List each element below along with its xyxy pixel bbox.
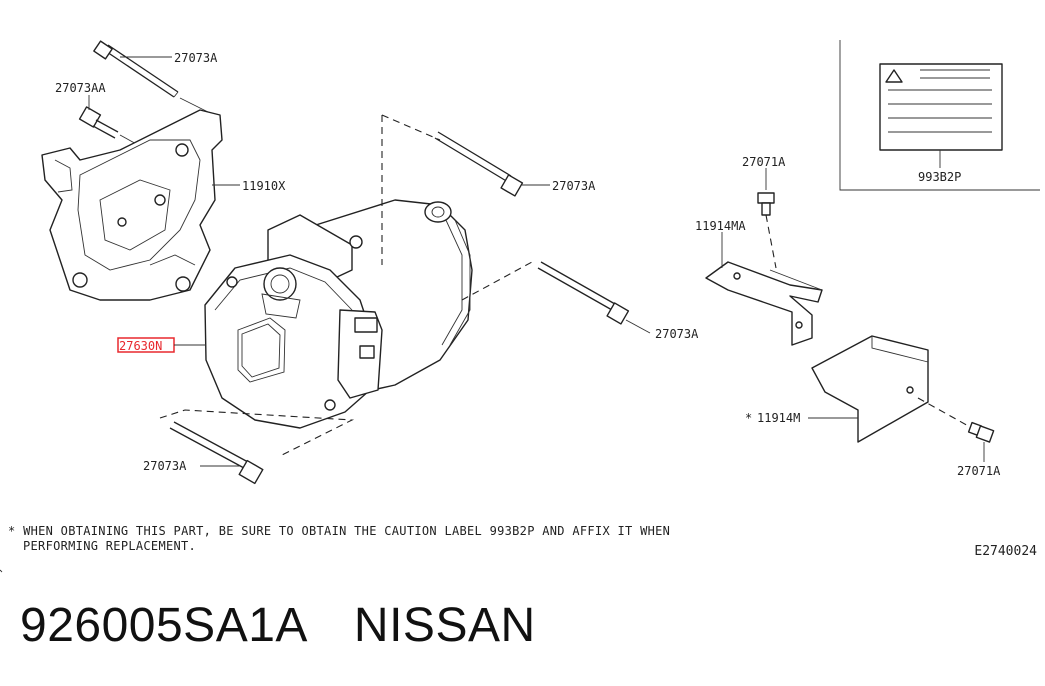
label-bolt-27071a-bottom: 27071A <box>957 464 1001 478</box>
bolt-27073a-bottom <box>169 421 264 485</box>
caution-label-box <box>839 40 1040 191</box>
note-star: * <box>8 524 16 538</box>
compressor-27630n <box>204 199 473 429</box>
label-cover-11914m: 11914M <box>757 411 800 425</box>
part-number: 926005SA1A <box>20 599 308 652</box>
diagram-code: E2740024 <box>974 544 1037 559</box>
cover-11914m <box>811 335 929 443</box>
label-bolt-27073a-right-mid: 27073A <box>655 327 699 341</box>
mounting-bracket-11910x <box>41 109 223 301</box>
label-cover-star: * <box>745 411 752 425</box>
footer: 926005SA1A NISSAN <box>20 598 582 653</box>
label-bolt-27071a-top: 27071A <box>742 155 786 169</box>
bolt-27073a-right-mid <box>537 261 630 325</box>
label-bolt-27073a-top: 27073A <box>174 51 218 65</box>
label-compressor-27630n[interactable]: 27630N <box>119 339 162 353</box>
note-line-2: PERFORMING REPLACEMENT. <box>23 539 197 553</box>
bolt-27073a-right-top <box>434 131 524 197</box>
bolt-27071a-bottom <box>967 421 995 443</box>
label-bracket-11910x: 11910X <box>242 179 286 193</box>
replacement-note: * WHEN OBTAINING THIS PART, BE SURE TO O… <box>8 524 670 538</box>
brand: NISSAN <box>353 599 536 652</box>
bracket-11914ma <box>705 261 823 346</box>
bolt-27073aa <box>78 106 141 147</box>
note-line-1: WHEN OBTAINING THIS PART, BE SURE TO OBT… <box>23 524 671 538</box>
label-bolt-27073aa: 27073AA <box>55 81 106 95</box>
label-bracket-11914ma: 11914MA <box>695 219 746 233</box>
bolt-27071a-top <box>757 192 775 216</box>
bolt-27073a-top <box>93 40 209 113</box>
label-bolt-27073a-right-top: 27073A <box>552 179 596 193</box>
label-bolt-27073a-bottom: 27073A <box>143 459 187 473</box>
label-caution-993b2p: 993B2P <box>918 170 961 184</box>
